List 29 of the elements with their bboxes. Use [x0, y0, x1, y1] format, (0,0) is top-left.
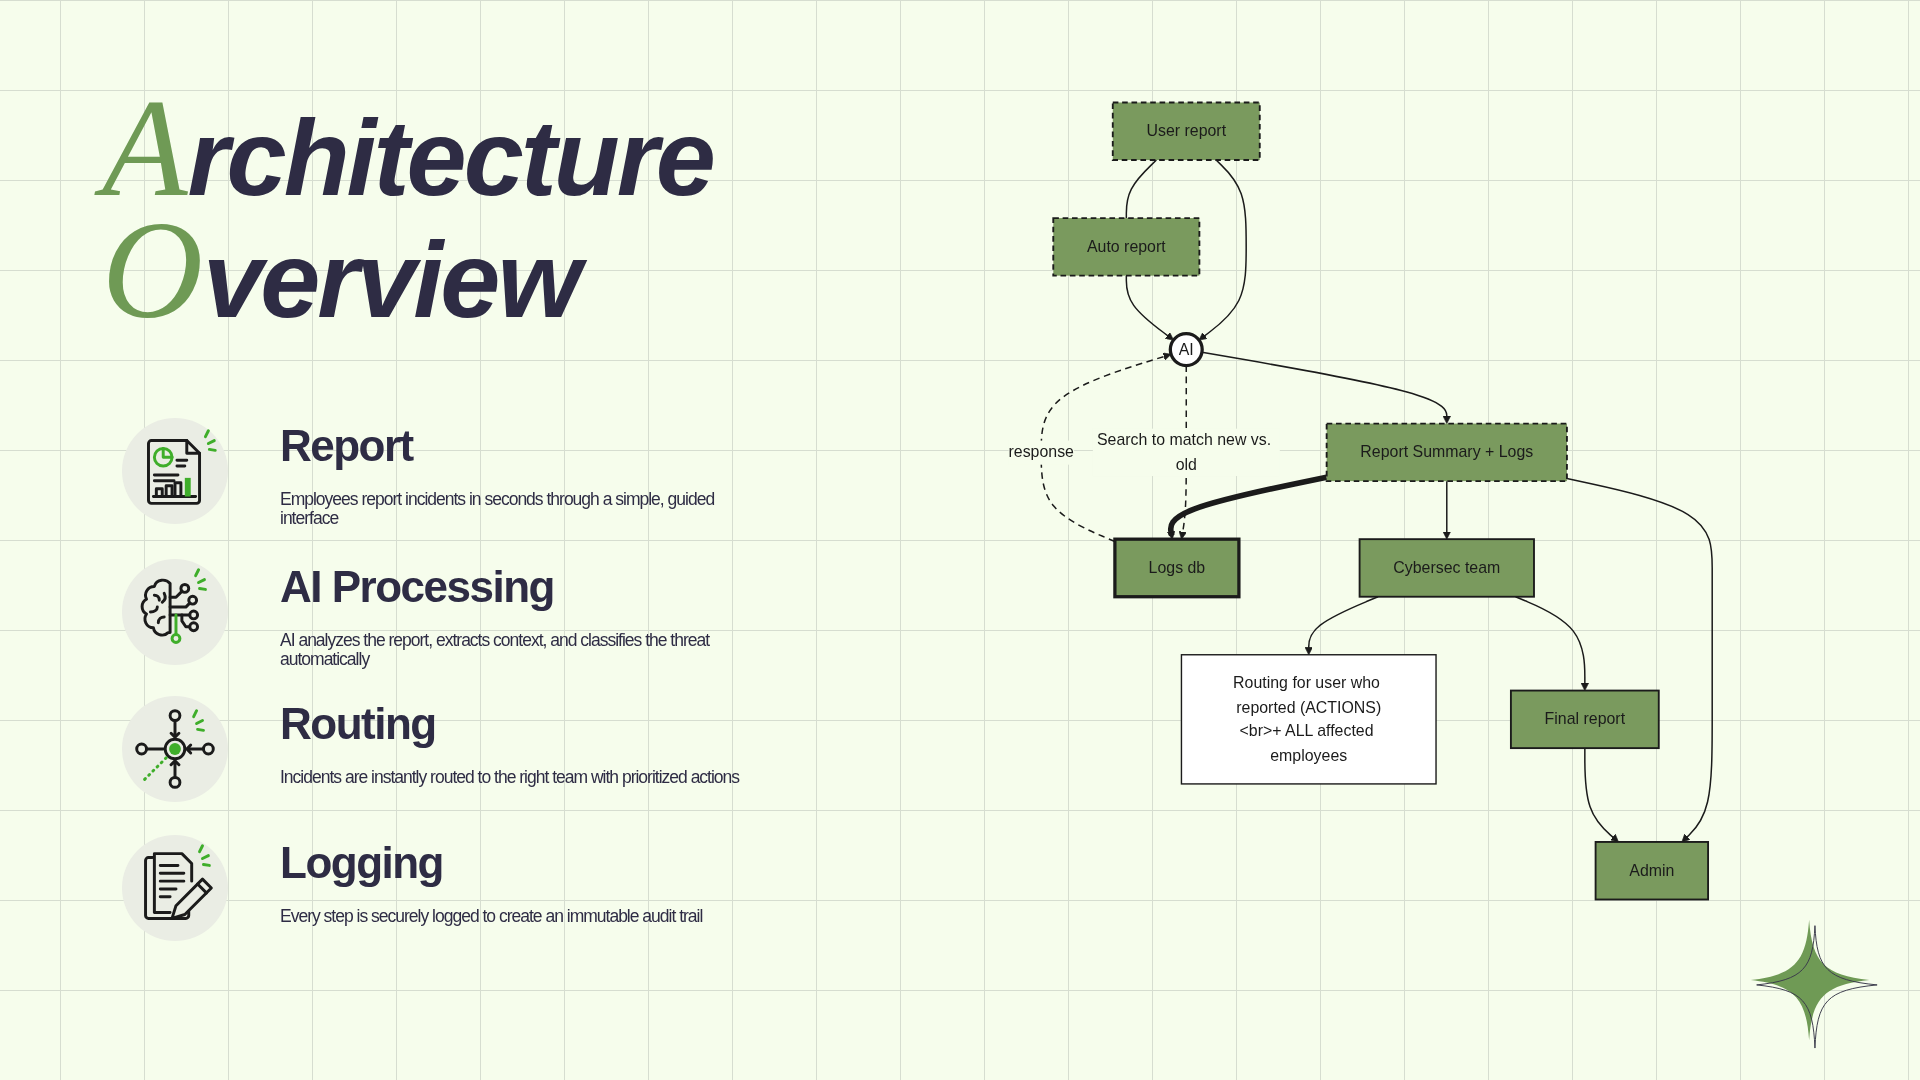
connector	[1125, 159, 1157, 219]
arrow	[1166, 474, 1327, 540]
section-heading: Routing	[280, 699, 436, 749]
node-box: Auto report	[1052, 217, 1200, 277]
edge-label: Search to match new vs. old	[1096, 431, 1271, 473]
node-box: Cybersec team	[1358, 538, 1535, 598]
section-heading: Report	[280, 421, 413, 471]
arrow	[1304, 596, 1379, 656]
section-description: AI analyzes the report, extracts context, and classifies the threat automatically	[280, 631, 711, 669]
node-circle: AI	[1168, 332, 1204, 368]
slide-title: Architecture Overview	[88, 92, 738, 336]
node-box: Admin	[1594, 841, 1709, 901]
arrow	[1583, 747, 1619, 843]
arrow	[1442, 480, 1451, 540]
node-box: Logs db	[1112, 537, 1241, 599]
node-box: Final report	[1509, 689, 1660, 750]
node-box: Report Summary + Logs	[1325, 422, 1568, 483]
edge-label: response	[1008, 443, 1074, 462]
arrow	[1565, 477, 1713, 843]
arrow	[1198, 159, 1247, 341]
section-description: Incidents are instantly routed to the right team with prioritized actions	[280, 768, 740, 787]
node-box: User report	[1111, 101, 1261, 161]
section-description: Employees report incidents in seconds through a simple, guided interface	[280, 490, 716, 528]
arrow	[1040, 352, 1172, 543]
section-heading: Logging	[280, 838, 443, 888]
section-heading: AI Processing	[280, 562, 554, 612]
node-box: Routing for user who reported (ACTIONS)<br>+ ALL affected employees	[1180, 654, 1437, 785]
section-description: Every step is securely logged to create an immutable audit trail	[280, 907, 703, 926]
arrow	[1125, 274, 1174, 341]
